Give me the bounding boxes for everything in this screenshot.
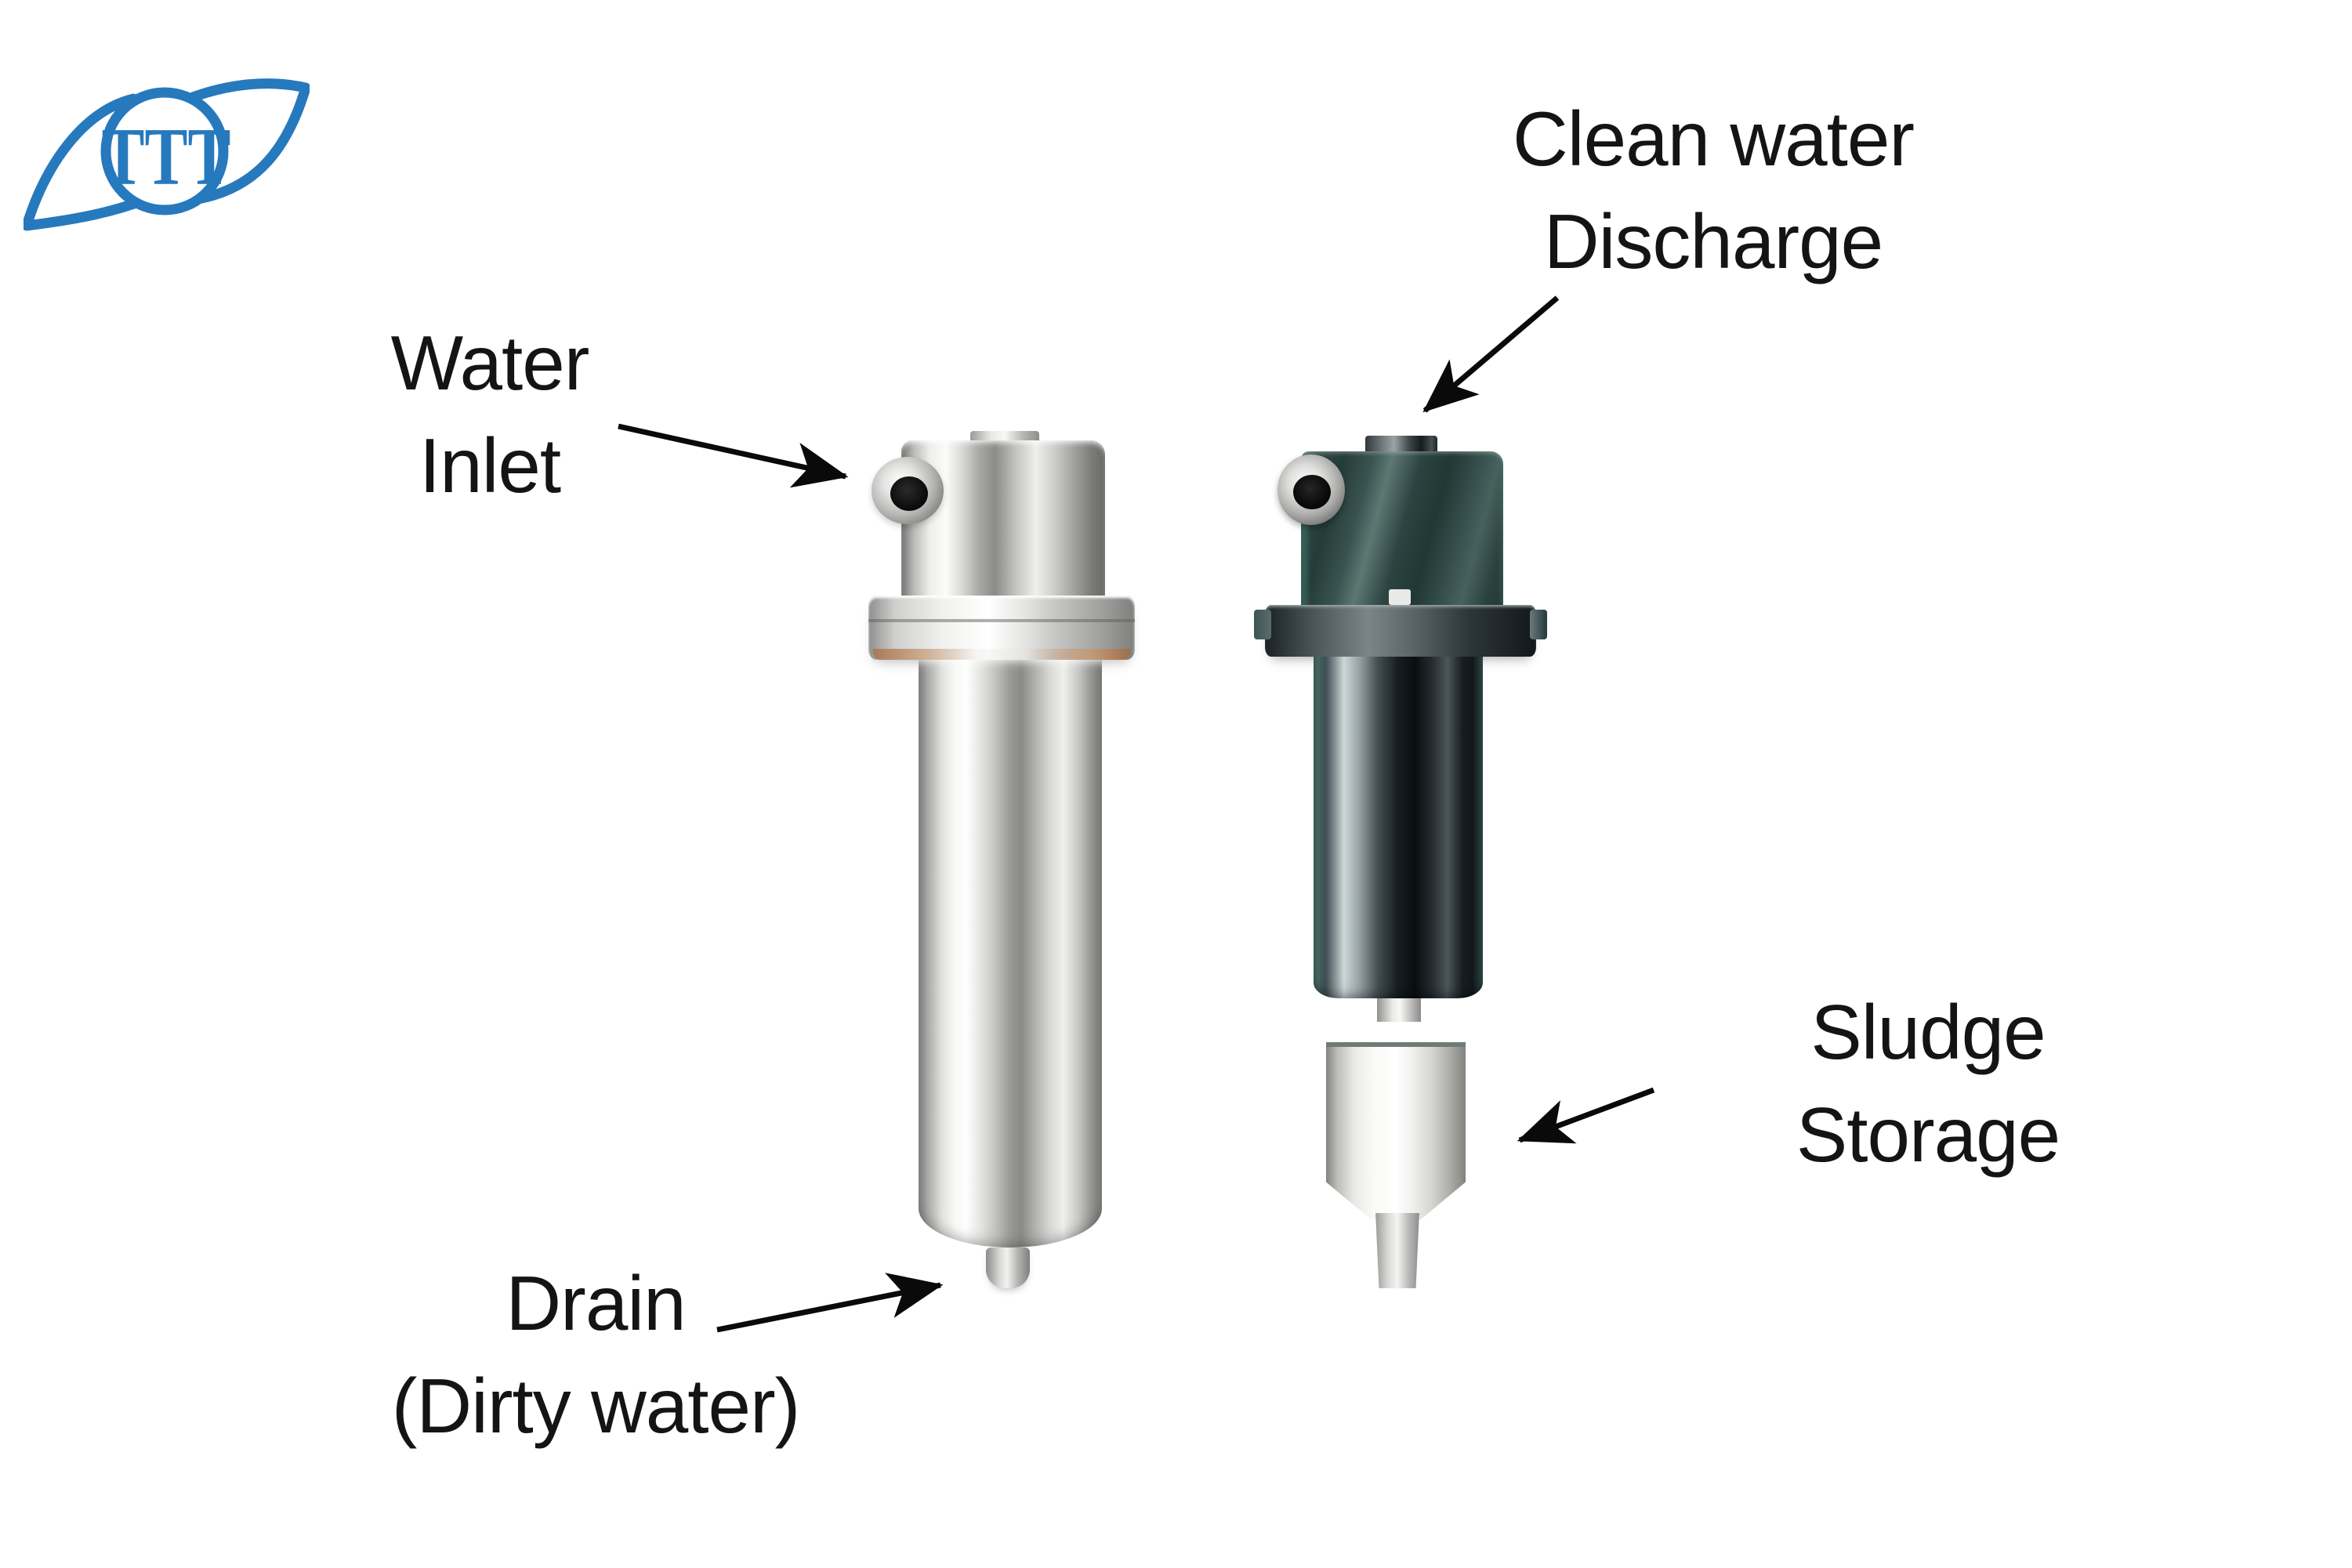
clean-water-discharge-label: Clean water Discharge	[1400, 88, 2027, 294]
dark-filter-port-hole	[1293, 475, 1331, 509]
ttt-logo: TTT	[24, 78, 310, 231]
label-line: Clean water	[1513, 96, 1915, 182]
sludge-storage-cup	[1326, 1042, 1466, 1219]
label-line: Drain	[506, 1260, 686, 1346]
water-inlet-label: Water Inlet	[263, 312, 717, 518]
dark-flange-tab-left	[1254, 610, 1271, 639]
flange-copper-under	[873, 649, 1130, 660]
chrome-filter-head	[901, 440, 1105, 602]
dark-flange-tab-right	[1530, 610, 1547, 639]
label-line: Water	[390, 320, 590, 406]
sludge-outlet-nozzle	[1375, 1213, 1419, 1288]
chrome-filter-body	[919, 660, 1102, 1248]
dark-filter-head-notch	[1389, 589, 1411, 605]
sludge-storage-label: Sludge Storage	[1693, 981, 2163, 1187]
sludge-neck-upper	[1377, 998, 1421, 1022]
drain-arrow	[716, 1273, 944, 1333]
clean-water-discharge-arrow	[1422, 295, 1560, 413]
drain-label: Drain (Dirty water)	[243, 1252, 948, 1458]
water-inlet-port	[872, 457, 944, 524]
dark-filter-body	[1314, 657, 1483, 998]
label-line: Inlet	[419, 422, 561, 509]
logo-monogram: TTT	[102, 110, 231, 202]
dark-filter-flange	[1265, 605, 1536, 657]
water-inlet-port-hole	[890, 476, 928, 511]
sludge-storage-arrow	[1517, 1087, 1655, 1144]
logo-circle-icon	[100, 87, 229, 215]
label-line: Sludge	[1810, 989, 2046, 1075]
label-line: Storage	[1796, 1092, 2060, 1179]
chrome-filter-flange	[868, 596, 1135, 660]
label-line: (Dirty water)	[391, 1363, 801, 1450]
dark-filter-inlet-port	[1277, 454, 1345, 525]
water-inlet-arrow	[618, 423, 849, 488]
drain-fitting	[986, 1248, 1030, 1288]
flange-seam-line	[868, 618, 1135, 622]
label-line: Discharge	[1543, 198, 1883, 285]
